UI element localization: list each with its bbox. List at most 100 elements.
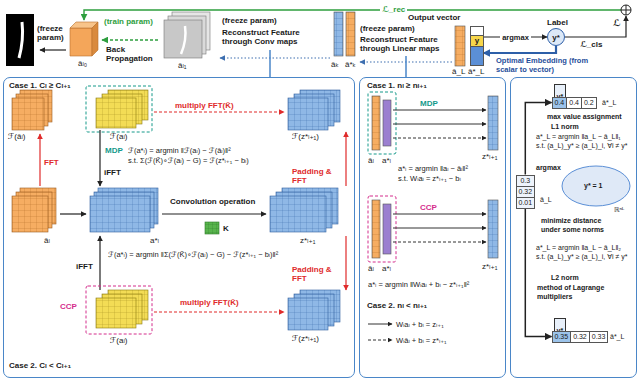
annotation-label: ℱ(a*ₗ) = argmin ‖Σ(ℱ(K̃)∘ℱ(aₗ) − G) − ℱ(… (108, 250, 278, 259)
feature-bar (346, 12, 355, 56)
annotation-label: Padding & FFT (292, 265, 336, 283)
vector-bar (488, 200, 498, 258)
vector-cell: 0.01 (516, 197, 536, 209)
panel-text: Case 2. Cₗ < Cₗ₊₁ (9, 361, 71, 370)
ifft-arrow (99, 130, 100, 186)
annotation-label: ℱ(z*ₗ₊₁) (292, 132, 319, 141)
panel-text: Case 1. nₗ ≥ nₗ₊₁ (367, 81, 427, 90)
loss-line (84, 10, 621, 20)
annotation-label: s.t. Wₗaₗ = z*ₗ₊₁ − bₗ (398, 174, 461, 183)
annotation-label: MDP (420, 99, 438, 108)
annotation-label: Optimal Embedding (from scalar to vector… (496, 56, 600, 74)
annotation-label: Convolution operation (170, 197, 255, 206)
annotation-label: â*_L (602, 99, 616, 108)
feature-grid (270, 188, 338, 232)
argmax-region (562, 166, 630, 206)
vector-bar (488, 96, 498, 150)
mdp-outline (368, 92, 396, 154)
vector-cell: y (471, 36, 483, 47)
annotation-label: Reconstruct Feature through Linear maps (360, 35, 452, 53)
annotation-label: â*_L (610, 333, 624, 342)
panel-text: max value assignment (547, 113, 622, 122)
feature-stack (96, 98, 136, 128)
fft-arrow (39, 134, 40, 186)
vector: 0.40.40.2 (552, 97, 597, 109)
vector-cell: 0.4 (552, 97, 568, 109)
multiply-arrow (154, 311, 284, 312)
annotation-label: FFT (44, 158, 59, 167)
annotation-label: a*_L = argmin ‖a_L − â_L‖₂ (536, 244, 621, 253)
vector-bar (372, 96, 380, 150)
feature-stack (12, 98, 44, 130)
ccp-outline (368, 196, 396, 262)
feature-stack (12, 90, 52, 130)
vector: 0.350.320.33 (552, 331, 609, 343)
annotation-label: Label (547, 18, 568, 27)
feature-grid (270, 196, 326, 232)
annotation-label: a*ₗ = argmin ‖Wₗaₗ + bₗ − z*ₗ₊₁‖² (368, 280, 469, 289)
feature-stack (96, 298, 136, 328)
annotation-label: Back Propagation (106, 45, 158, 63)
loss-line (621, 5, 631, 15)
feature-stack (96, 290, 148, 328)
feature-stack (288, 290, 340, 330)
annotation-label: (train param) (104, 17, 153, 26)
annotation-label: a*ₗ (150, 236, 159, 245)
annotation-label: âₗ₀ (78, 59, 87, 68)
multiply-arrow (154, 111, 284, 112)
ccp-outline (368, 196, 396, 262)
input-digit-image (6, 14, 34, 66)
annotation-label: a*ₗ = argmin ‖aₗ − âₗ‖² (398, 164, 468, 173)
fft-arrow (345, 132, 346, 186)
annotation-label: âₗ (368, 156, 374, 165)
input-digit-image (19, 22, 23, 58)
annotation-label: a*_L = argmin ‖a_L − â_L‖₁ (536, 133, 621, 142)
panel-text: Case 2. nₗ < nₗ₊₁ (367, 301, 427, 310)
vector-bar (383, 204, 391, 254)
annotation-label: Output vector (408, 13, 460, 22)
annotation-label: z*ₗ₊₁ (300, 236, 315, 245)
linear-map-line (393, 228, 486, 229)
annotation-label: âₖ (331, 60, 339, 69)
output-vector: y (470, 26, 484, 66)
backprop-arrow (102, 39, 158, 40)
annotation-label: s.t. (a_L)_y* ≥ (a_L)_i, ∀i ≠ y* (536, 142, 632, 151)
mdp-outline (86, 86, 152, 132)
feature-stack (288, 90, 340, 130)
annotation-label: ℱ(a*ₗ) = argmin ‖ℱ(aₗ) − ℱ(âₗ)‖² (128, 146, 231, 155)
annotation-label: CCP (60, 302, 77, 311)
linear-map-line (393, 110, 486, 138)
feature-map-stack (181, 26, 186, 54)
annotation-label: multiply FFT(K̃) (180, 298, 239, 307)
annotation-label: iFFT (104, 168, 121, 177)
ccp-outline (86, 286, 152, 334)
vector-cell (471, 47, 483, 65)
multiply-arrow (154, 112, 284, 312)
linear-map-line (393, 110, 486, 111)
kernel (205, 222, 219, 234)
vector-cell: 0.32 (570, 331, 590, 343)
annotation-label: âₗ (368, 264, 374, 273)
linear-map-line (393, 242, 486, 243)
linear-panel: Case 1. nₗ ≥ nₗ₊₁ Case 2. nₗ < nₗ₊₁ (359, 77, 506, 378)
annotation-label: z*ₗ₊₁ (482, 152, 497, 161)
feature-bar (334, 12, 465, 66)
annotation-label: (freeze param) (37, 24, 67, 42)
vector-bar (372, 200, 498, 258)
flow-arrow (40, 50, 66, 51)
feature-grid (90, 196, 150, 232)
annotation-label: Reconstruct Feature through Conv maps (222, 28, 326, 46)
input-cube (70, 28, 92, 56)
vector-cell: 0.35 (552, 331, 572, 343)
ifft-arrow (99, 236, 100, 290)
annotation-label: s.t. (a_L)_y* ≥ (a_L)_i, ∀i ≠ y* (536, 253, 632, 262)
flow-arrow (40, 49, 66, 50)
annotation-label: ℒ_rec (380, 5, 407, 14)
input-cube (70, 22, 98, 56)
feature-bar (455, 26, 465, 66)
annotation-label: multiply FFT(K̃) (175, 101, 234, 110)
annotation-label: a*ₗ (382, 264, 391, 273)
mdp-outline (368, 92, 396, 154)
mdp-outline (86, 86, 152, 132)
linear-map-line (393, 214, 486, 242)
